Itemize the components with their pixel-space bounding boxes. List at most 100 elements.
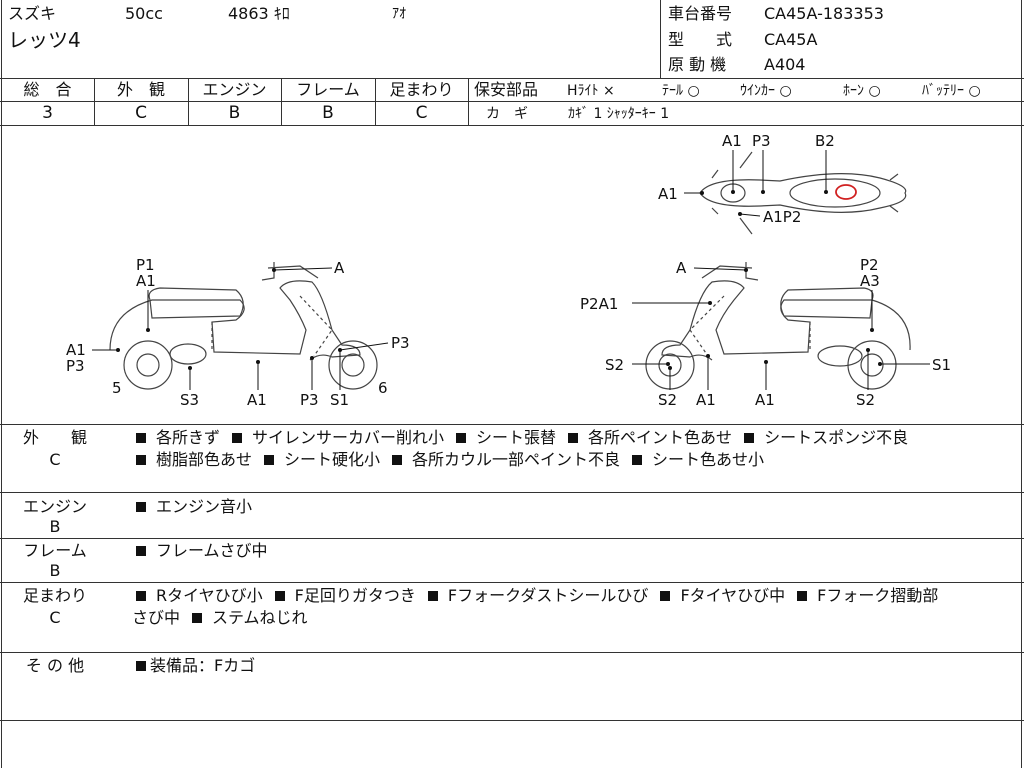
safety-winker: ｳｲﾝｶｰ ○	[740, 83, 792, 99]
model-name: レッツ4	[8, 28, 81, 52]
engine-grade: B	[228, 103, 241, 123]
overall-grade: 3	[42, 103, 53, 123]
remark-item: 各所ペイント色あせ	[568, 428, 732, 447]
remark-suspension-grade: C	[49, 608, 61, 627]
label-p3: P3	[300, 391, 319, 409]
remark-frame-line: フレームさび中	[136, 541, 280, 561]
remark-item: シートスポンジ不良	[744, 428, 908, 447]
remark-item: 各所きず	[136, 428, 220, 447]
divider	[0, 652, 1024, 653]
remark-exterior-grade: C	[49, 450, 61, 469]
key-label: カ ギ	[486, 106, 528, 122]
divider	[94, 78, 95, 125]
exterior-label: 外 観	[116, 80, 165, 99]
maker: スズキ	[8, 4, 57, 23]
label-s2: S2	[658, 391, 677, 409]
remark-item: エンジン音小	[136, 497, 252, 516]
label-a1: A1	[66, 341, 86, 359]
label-a1: A1	[658, 185, 678, 203]
label-s1: S1	[330, 391, 349, 409]
remark-other-label: そ の 他	[25, 656, 85, 675]
scooter-left-view	[109, 262, 378, 390]
divider	[375, 78, 376, 125]
label-a1p2: A1P2	[763, 208, 801, 226]
remark-item: 装備品：Fカゴ	[136, 656, 255, 675]
suspension-grade: C	[415, 103, 428, 123]
displacement: 50cc	[125, 4, 163, 23]
remark-exterior-line2: 樹脂部色あせシート硬化小各所カウル一部ペイント不良シート色あせ小	[136, 450, 776, 470]
label-6: 6	[378, 379, 388, 397]
divider	[0, 125, 1024, 126]
remark-item: Fフォークダストシールひび	[427, 586, 648, 605]
remark-item: フレームさび中	[136, 541, 268, 560]
safety-headlight: Hﾗｲﾄ ×	[567, 83, 615, 99]
frame-no: CA45A-183353	[764, 4, 884, 23]
safety-horn: ﾎｰﾝ ○	[843, 83, 881, 99]
divider	[188, 78, 189, 125]
remark-exterior-label: 外 観	[22, 428, 87, 447]
divider	[0, 582, 1024, 583]
key-value: ｶｷﾞ 1 ｼｬｯﾀｰｷｰ 1	[568, 106, 670, 122]
label-p3: P3	[66, 357, 85, 375]
label-a1: A1	[696, 391, 716, 409]
label-a: A	[676, 259, 687, 277]
frame-grade-label: フレーム	[296, 80, 360, 99]
remark-item: サイレンサーカバー削れ小	[232, 428, 444, 447]
label-a: A	[334, 259, 345, 277]
remark-engine-label: エンジン	[22, 497, 87, 516]
divider	[468, 101, 1024, 102]
label-p2a1: P2A1	[580, 295, 618, 313]
label-p1: P1	[136, 256, 155, 274]
divider	[468, 78, 469, 125]
label-p2: P2	[860, 256, 879, 274]
label-s2: S2	[856, 391, 875, 409]
label-s2: S2	[605, 356, 624, 374]
label-p3: P3	[391, 334, 410, 352]
remark-item: Fタイヤひび中	[660, 586, 785, 605]
remark-item: 各所カウル一部ペイント不良	[392, 450, 620, 469]
remark-exterior-line1: 各所きずサイレンサーカバー削れ小シート張替各所ペイント色あせシートスポンジ不良	[136, 428, 920, 448]
label-a3: A3	[860, 272, 880, 290]
safety-label: 保安部品	[474, 80, 539, 99]
remark-item: シート硬化小	[264, 450, 380, 469]
remark-item: 樹脂部色あせ	[136, 450, 252, 469]
label-a1: A1	[247, 391, 267, 409]
label-5: 5	[112, 379, 122, 397]
frame-grade: B	[322, 103, 334, 123]
label-a1: A1	[136, 272, 156, 290]
divider	[281, 78, 282, 125]
divider	[0, 720, 1024, 721]
remark-frame-label: フレーム	[23, 541, 87, 560]
engine-label: 原 動 機	[668, 55, 727, 74]
divider	[660, 0, 661, 78]
remark-item: シート色あせ小	[632, 450, 764, 469]
remark-item: シート張替	[456, 428, 556, 447]
divider	[0, 78, 1024, 79]
remark-frame-grade: B	[49, 561, 61, 580]
label-a1: A1	[722, 132, 742, 150]
suspension-grade-label: 足まわり	[389, 80, 454, 99]
remark-suspension-line1: Rタイヤひび小 F足回りガタつき Fフォークダストシールひび Fタイヤひび中 Fフォーク…	[136, 586, 950, 606]
color: ｱｵ	[392, 6, 406, 22]
damage-diagram: A1 P3 B2 A1 A1P2 P1 A1 A A1 P3 P3 5 S3 A…	[66, 132, 951, 409]
divider	[0, 101, 468, 102]
type-label: 型 式	[668, 30, 733, 49]
frame-left-border	[1, 0, 2, 768]
remark-item: ステムねじれ	[192, 608, 308, 627]
remark-item: Rタイヤひび小	[136, 586, 263, 605]
safety-tail: ﾃｰﾙ ○	[662, 83, 700, 99]
remark-suspension-label: 足まわり	[22, 586, 87, 605]
engine-grade-label: エンジン	[202, 80, 267, 99]
remark-other-line: 装備品：Fカゴ	[136, 656, 267, 676]
safety-battery: ﾊﾞｯﾃﾘｰ ○	[922, 83, 981, 99]
frame-no-label: 車台番号	[668, 4, 733, 23]
remark-item: F足回りガタつき	[274, 586, 416, 605]
engine-value: A404	[764, 55, 806, 74]
remark-engine-grade: B	[49, 517, 61, 536]
overall-label: 総 合	[23, 80, 72, 99]
label-a1: A1	[755, 391, 775, 409]
type-value: CA45A	[764, 30, 818, 49]
remark-item: Fフォーク摺動部	[797, 586, 938, 605]
mileage: 4863 ｷﾛ	[228, 4, 290, 23]
label-s3: S3	[180, 391, 199, 409]
